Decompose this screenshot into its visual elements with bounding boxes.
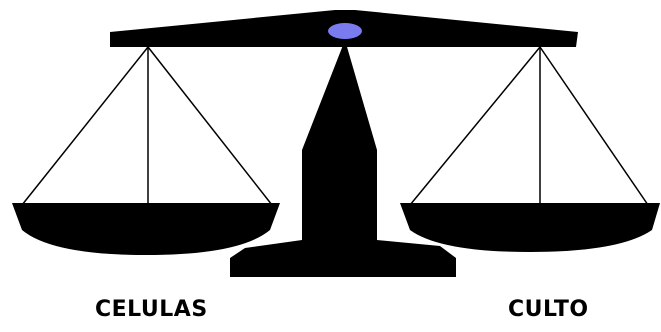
right-pan-label: CULTO [508,295,589,325]
right-pan [400,203,660,252]
pivot-oval [328,23,362,39]
left-pan-label: CELULAS [95,295,208,325]
scale-column [230,40,456,277]
left-pan [12,203,280,255]
right-strings [410,47,648,205]
left-strings [22,47,272,205]
